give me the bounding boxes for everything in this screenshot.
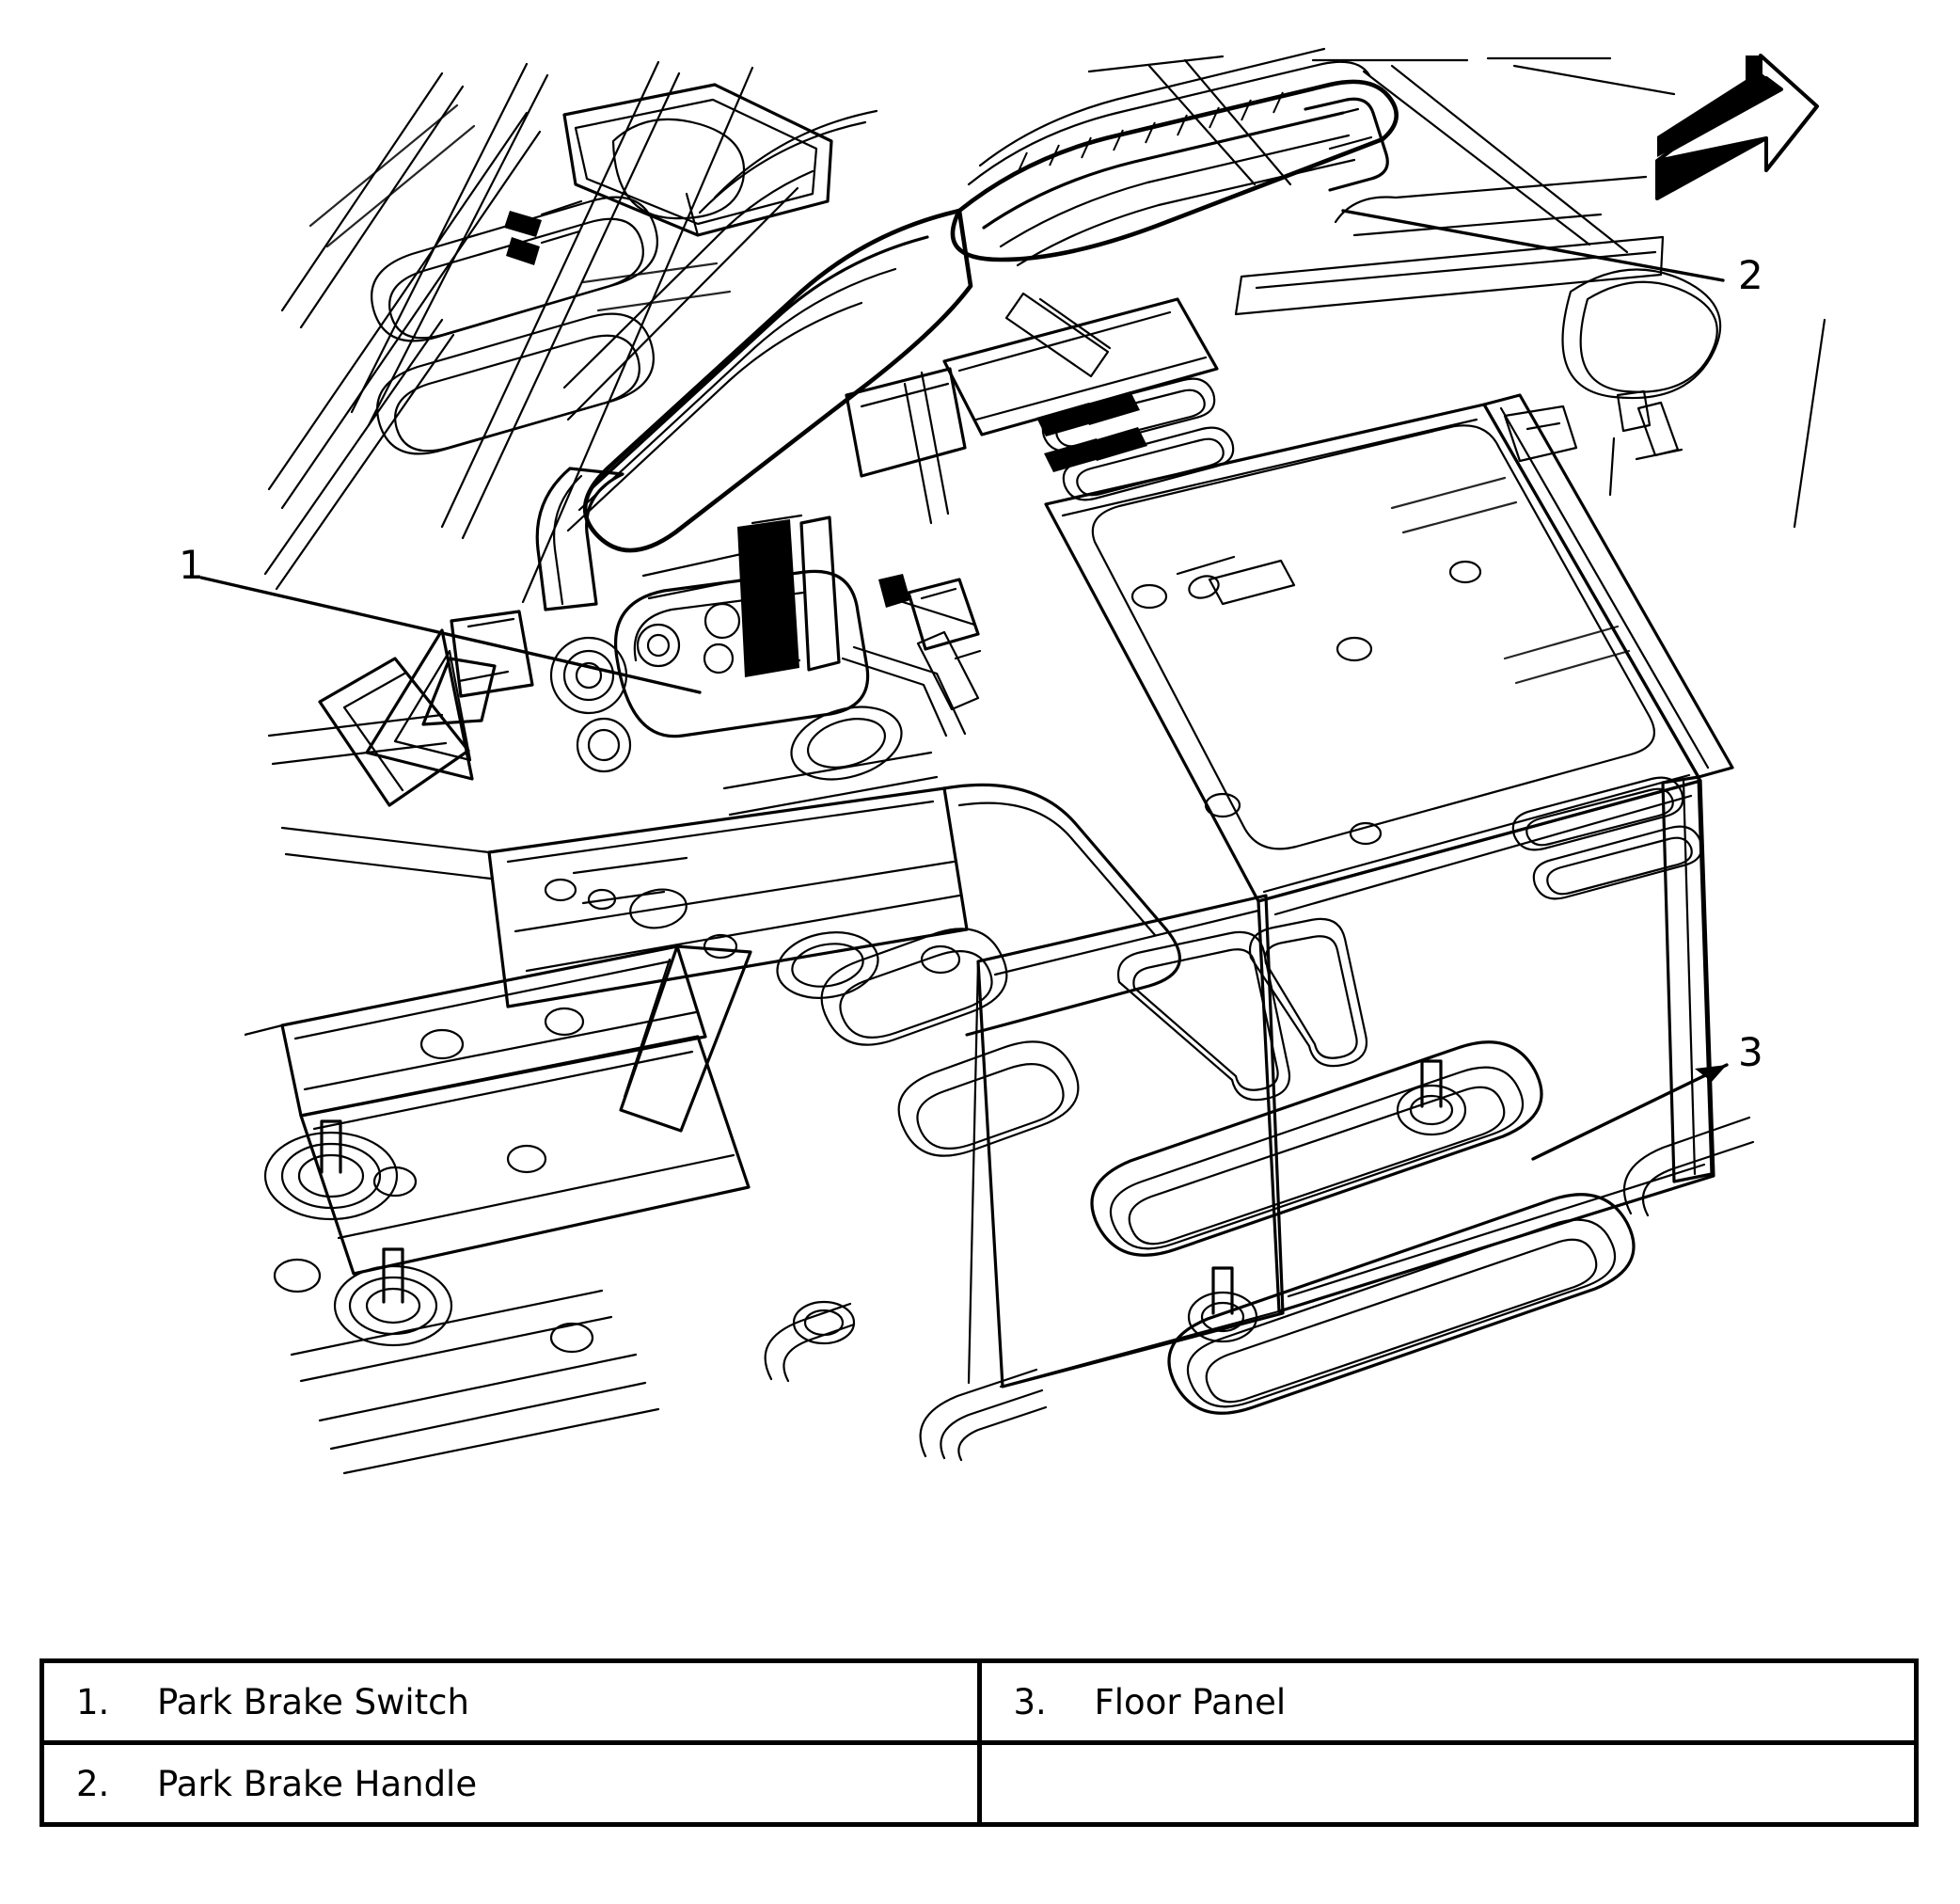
park-brake-switch-assembly <box>318 514 982 807</box>
park-brake-line-drawing: .ln { fill:none; stroke:#000; stroke-wid… <box>199 47 1826 1475</box>
illustration-panel: .ln { fill:none; stroke:#000; stroke-wid… <box>179 47 1826 1475</box>
callout-leader-lines <box>199 209 1729 1161</box>
table-row: 2. Park Brake Handle <box>40 1740 1919 1827</box>
floor-fastener-b <box>1187 1266 1258 1343</box>
legend-label-1: Park Brake Switch <box>157 1681 469 1722</box>
leader-line-1 <box>199 576 702 694</box>
callout-number-1: 1 <box>179 542 204 588</box>
callout-number-2: 2 <box>1738 252 1763 298</box>
component-legend-table: 1. Park Brake Switch 3. Floor Panel 2. P… <box>40 1658 1919 1827</box>
drawing-hatching <box>308 103 1631 685</box>
panel-seams <box>245 318 1826 1388</box>
legend-label-3: Floor Panel <box>1094 1681 1287 1722</box>
legend-index-3: 3. <box>1013 1681 1047 1722</box>
callout-number-3: 3 <box>1738 1029 1763 1075</box>
leader-line-3 <box>1531 1063 1729 1161</box>
seat-mount-stud-left-a <box>263 1119 399 1221</box>
floor-fastener-a <box>1396 1059 1467 1136</box>
leader-line-2 <box>1341 209 1725 282</box>
legend-cell-empty <box>976 1740 1919 1827</box>
center-tunnel-crossmember <box>263 783 1181 1475</box>
floor-embossments-left <box>764 928 1080 1383</box>
legend-cell-1: 1. Park Brake Switch <box>40 1658 982 1745</box>
legend-cell-3: 3. Floor Panel <box>976 1658 1919 1745</box>
floor-embossments-lower-right <box>919 917 1755 1462</box>
park-brake-handle-assembly <box>535 47 1399 611</box>
table-row: 1. Park Brake Switch 3. Floor Panel <box>40 1658 1919 1745</box>
floor-pan-upper-right <box>1087 55 1722 497</box>
floor-panel-right <box>976 377 1734 1388</box>
floor-pan-upper-left <box>263 60 833 604</box>
forward-direction-arrow <box>1655 54 1819 200</box>
legend-label-2: Park Brake Handle <box>157 1763 478 1804</box>
legend-index-2: 2. <box>76 1763 110 1804</box>
floor-pan-upper-center <box>845 297 1236 599</box>
legend-index-1: 1. <box>76 1681 110 1722</box>
legend-cell-2: 2. Park Brake Handle <box>40 1740 982 1827</box>
